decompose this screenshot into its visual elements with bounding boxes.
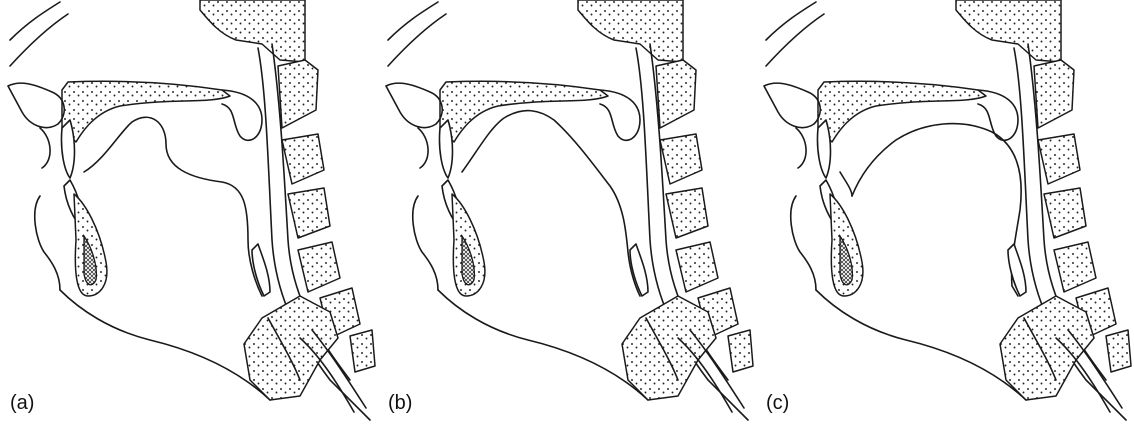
nasal-contour xyxy=(766,2,816,40)
chin xyxy=(438,290,648,400)
skull-base xyxy=(200,0,305,62)
panel-a: (a) xyxy=(0,0,378,425)
nasal-contour xyxy=(766,14,824,66)
epiglottis xyxy=(252,244,270,296)
tongue-contour xyxy=(852,124,1021,296)
palate-line xyxy=(8,83,64,127)
chin xyxy=(60,290,270,400)
epiglottis xyxy=(1008,244,1026,296)
hard-palate xyxy=(62,81,230,142)
nasal-contour xyxy=(388,14,446,66)
skull-base xyxy=(956,0,1061,62)
velum xyxy=(222,90,262,140)
larynx xyxy=(622,296,716,400)
upper-lip xyxy=(418,128,428,168)
panel-label: (b) xyxy=(388,392,412,415)
tongue-contour xyxy=(462,111,640,296)
upper-incisor xyxy=(61,120,74,178)
nasal-contour xyxy=(10,14,68,66)
upper-incisor xyxy=(817,120,830,178)
vocal-tract-drawing xyxy=(0,0,378,425)
tongue-tip xyxy=(840,172,852,196)
panel-b: (b) xyxy=(378,0,756,425)
epiglottis xyxy=(630,244,648,296)
vocal-tract-drawing xyxy=(756,0,1134,425)
velum xyxy=(600,90,640,140)
tongue-contour xyxy=(84,117,262,296)
palate-line xyxy=(764,83,820,127)
upper-lip xyxy=(796,128,806,168)
velum xyxy=(978,90,1018,140)
larynx xyxy=(244,296,338,400)
upper-lip xyxy=(40,128,50,168)
lower-lip xyxy=(413,196,438,290)
vocal-tract-drawing xyxy=(378,0,756,425)
chin xyxy=(816,290,1026,400)
lower-lip xyxy=(791,196,816,290)
panel-c: (c) xyxy=(756,0,1134,425)
nasal-contour xyxy=(10,2,60,40)
larynx xyxy=(1000,296,1094,400)
palate-line xyxy=(386,83,442,127)
panel-label: (a) xyxy=(10,392,34,415)
hard-palate xyxy=(818,81,986,142)
nasal-contour xyxy=(388,2,438,40)
skull-base xyxy=(578,0,683,62)
upper-incisor xyxy=(439,120,452,178)
panel-label: (c) xyxy=(766,392,789,415)
lower-lip xyxy=(35,196,60,290)
